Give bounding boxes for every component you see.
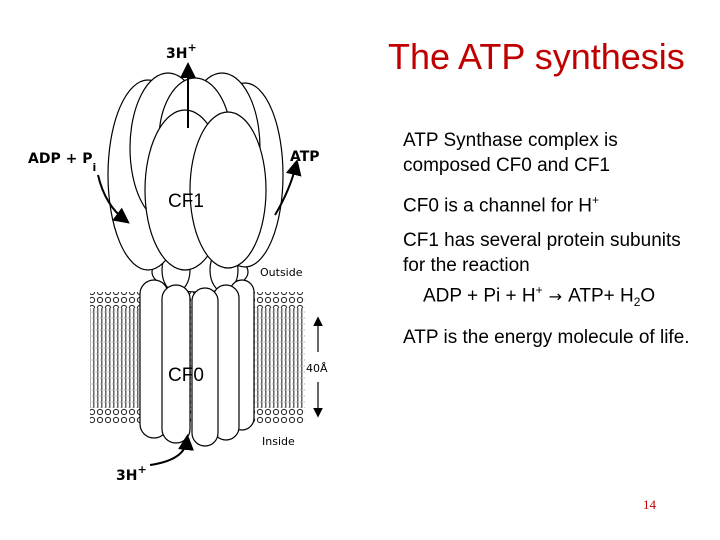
bottom-proton-arrow — [149, 434, 194, 466]
cf1-label: CF1 — [168, 191, 204, 212]
inside-label: Inside — [262, 435, 295, 448]
slide-number: 14 — [643, 497, 656, 512]
adp-label: ADP + Pi — [28, 151, 96, 174]
thickness-label: 40Å — [306, 362, 328, 375]
bullet-item: ATP is the energy molecule of life. — [403, 325, 703, 350]
atp-label: ATP — [290, 149, 320, 165]
reaction-equation: ADP + Pi + H+ →ATP+ H2O — [403, 278, 703, 315]
slide-title: The ATP synthesis — [388, 36, 685, 77]
bullet-item: CF0 is a channel for H+ — [403, 188, 703, 218]
top-proton-label: 3H+ — [166, 41, 197, 62]
bullet-item: CF1 has several protein subunits for the… — [403, 228, 703, 315]
equation-rhs: ATP+ H — [568, 285, 634, 307]
bullet-list: ATP Synthase complex is composed CF0 and… — [403, 128, 703, 360]
cf1-head — [107, 72, 284, 271]
arrow-icon: → — [548, 286, 563, 306]
superscript: + — [592, 193, 600, 207]
cf0-label: CF0 — [168, 365, 204, 386]
bullet-text: ATP is the energy molecule of life. — [403, 327, 690, 349]
equation-lhs: ADP + Pi + H — [423, 285, 536, 307]
bullet-text: ATP Synthase complex is composed CF0 and… — [403, 130, 618, 176]
bottom-proton-label: 3H+ — [116, 463, 147, 484]
adp-arrow — [97, 174, 130, 224]
bullet-text: CF0 is a channel for H — [403, 195, 593, 217]
bullet-text: CF1 has several protein subunits for the… — [403, 230, 681, 277]
subscript: 2 — [633, 295, 641, 310]
outside-label: Outside — [260, 266, 303, 279]
bullet-item: ATP Synthase complex is composed CF0 and… — [403, 128, 703, 178]
superscript: + — [535, 283, 543, 298]
atp-arrow — [274, 159, 302, 216]
cf0-channel — [139, 279, 255, 447]
equation-rhs-end: O — [640, 285, 656, 307]
